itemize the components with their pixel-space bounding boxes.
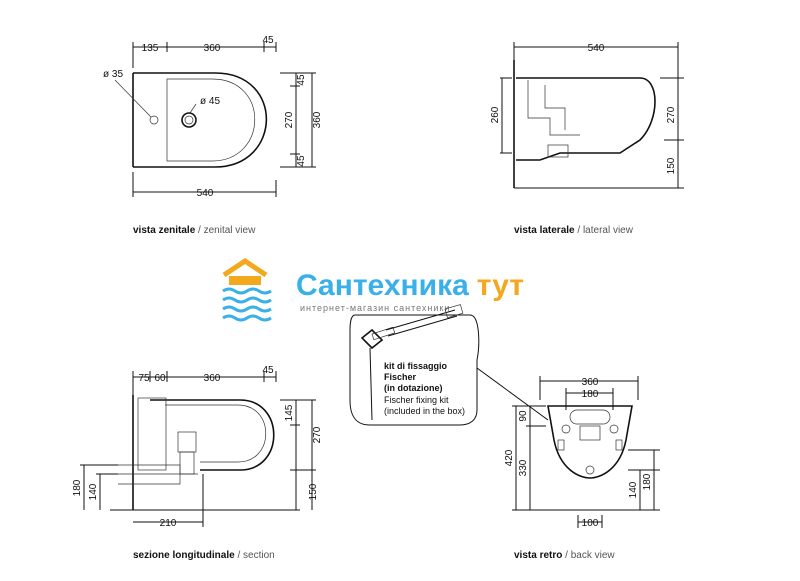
back-caption: vista retro / back view xyxy=(514,550,615,561)
dim-100-back: 100 xyxy=(582,518,599,529)
kit-label-5: (included in the box) xyxy=(384,406,465,416)
dim-90-back: 90 xyxy=(518,410,529,422)
dim-540: 540 xyxy=(197,188,214,199)
kit-label-4: Fischer fixing kit xyxy=(384,395,449,405)
dim-270-sec: 270 xyxy=(312,426,323,443)
dim-360-back: 360 xyxy=(582,377,599,388)
dim-145: 145 xyxy=(284,404,295,421)
dim-75: 75 xyxy=(138,373,150,384)
dim-45: 45 xyxy=(262,35,274,46)
kit-label-1: kit di fissaggio xyxy=(384,361,448,371)
dim-360: 360 xyxy=(204,43,221,54)
watermark-subtitle: интернет-магазин сантехники xyxy=(300,303,450,313)
dim-270: 270 xyxy=(284,111,295,128)
dim-360-v: 360 xyxy=(312,111,323,128)
kit-label-2: Fischer xyxy=(384,372,417,382)
dim-270-lat: 270 xyxy=(666,106,677,123)
dim-dia-35: ø 35 xyxy=(103,69,123,80)
dim-60: 60 xyxy=(154,373,166,384)
dim-150-lat: 150 xyxy=(666,157,677,174)
dim-140-back: 140 xyxy=(628,481,639,498)
house-logo xyxy=(222,257,272,322)
dim-180-back: 180 xyxy=(582,389,599,400)
dim-45-top: 45 xyxy=(296,74,307,86)
dim-210: 210 xyxy=(160,518,177,529)
dim-540-lat: 540 xyxy=(588,43,605,54)
lateral-caption: vista laterale / lateral view xyxy=(514,225,634,236)
dim-180-sec: 180 xyxy=(72,479,83,496)
dim-180-back-v: 180 xyxy=(642,473,653,490)
dim-dia-45: ø 45 xyxy=(200,96,220,107)
back-view: 360 180 90 420 330 140 180 xyxy=(504,376,660,561)
lateral-view: 540 260 270 150 vista laterale / lateral… xyxy=(490,42,684,236)
dim-360-sec: 360 xyxy=(204,373,221,384)
dim-420-back: 420 xyxy=(504,449,515,466)
fixing-kit-callout: kit di fissaggio Fischer (in dotazione) … xyxy=(349,304,549,426)
section-caption: sezione longitudinale / section xyxy=(133,550,275,561)
dim-140-sec: 140 xyxy=(88,483,99,500)
zenital-view: 135 360 45 ø 35 ø 45 45 270 360 45 540 v… xyxy=(103,35,323,236)
dim-45-bottom: 45 xyxy=(296,155,307,167)
dim-150-sec: 150 xyxy=(308,483,319,500)
zenital-caption: vista zenitale / zenital view xyxy=(133,225,256,236)
kit-label-3: (in dotazione) xyxy=(384,383,443,393)
section-view: 75 60 360 45 145 270 180 140 150 210 xyxy=(72,365,323,561)
dim-45-sec: 45 xyxy=(262,365,274,376)
dim-260: 260 xyxy=(490,106,501,123)
fischer-anchor xyxy=(360,304,464,421)
dim-135: 135 xyxy=(142,43,159,54)
dim-330-back: 330 xyxy=(518,459,529,476)
